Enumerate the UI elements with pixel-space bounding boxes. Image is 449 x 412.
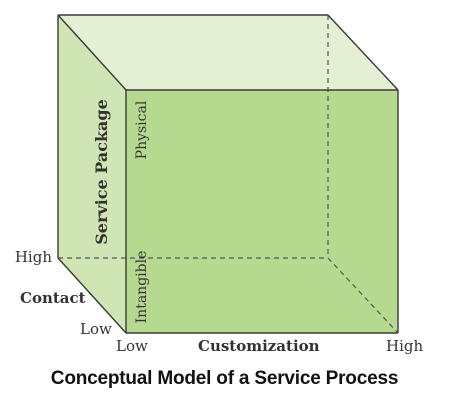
customization-high-label: High (386, 337, 423, 355)
customization-axis-label: Customization (198, 337, 320, 355)
hidden-edge-back-depth (327, 257, 399, 334)
edge-top-right-depth (327, 14, 399, 91)
hidden-edges (58, 15, 399, 334)
service-package-high-label: Physical (134, 100, 150, 159)
service-package-axis-label: Service Package (92, 99, 111, 245)
cube-top-face (58, 15, 398, 90)
diagram-caption: Conceptual Model of a Service Process (50, 368, 399, 389)
contact-low-label: Low (80, 320, 112, 338)
contact-high-label: High (15, 248, 52, 266)
edge-bottom-left-depth (57, 257, 127, 334)
edge-top-left-depth (57, 14, 127, 91)
service-package-low-label: Intangible (134, 251, 150, 324)
cube-front-face (126, 90, 398, 333)
customization-low-label: Low (116, 337, 148, 355)
visible-edges (57, 14, 399, 334)
contact-axis-label: Contact (20, 289, 86, 307)
cube-side-face (58, 15, 126, 333)
